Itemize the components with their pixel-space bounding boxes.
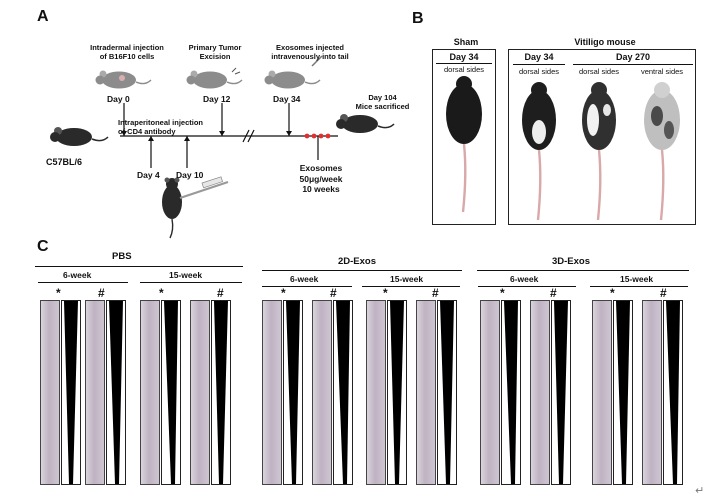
tail-photo [416, 300, 436, 485]
vit-mouse-day270-ventral [644, 82, 680, 221]
3d-6week-label: 6-week [510, 274, 539, 284]
2d-6w-hash: # [330, 286, 337, 300]
sham-photo-frame: Day 34 dorsal sides [432, 49, 496, 225]
label-day0: Day 0 [107, 94, 130, 104]
tail-photo [262, 300, 282, 485]
2d-15week-label: 15-week [390, 274, 424, 284]
group-3d-line [477, 270, 689, 271]
label-vitiligo-mouse: Vitiligo mouse [574, 37, 636, 47]
mouse-day34-icon [264, 55, 323, 89]
vit-day34-side-label: dorsal sides [518, 67, 560, 76]
dose-dot-4 [325, 133, 331, 139]
tail-photo [480, 300, 500, 485]
tail-photo [312, 300, 332, 485]
panel-a-schematic [50, 55, 395, 239]
tail-binary-mask [161, 300, 181, 485]
tail-binary-mask [501, 300, 521, 485]
mouse-c57bl6-icon [50, 127, 109, 146]
panel-a-letter: A [37, 8, 49, 25]
pbs-6w-star: * [56, 286, 61, 300]
tail-binary-mask [333, 300, 353, 485]
tail-binary-mask [61, 300, 81, 485]
mouse-day12-icon [186, 67, 243, 89]
timeline-break-right [247, 129, 255, 143]
tail-photo [366, 300, 386, 485]
timeline-break-left [242, 129, 250, 143]
tail-binary-mask [387, 300, 407, 485]
tail-binary-mask [211, 300, 231, 485]
sham-side-label: dorsal sides [443, 65, 485, 74]
label-exosome-dose: Exosomes 50μg/week 10 weeks [299, 163, 343, 194]
tail-photo [85, 300, 105, 485]
tail-photo [140, 300, 160, 485]
vit-mouse-day270-dorsal [582, 82, 616, 221]
dose-dot-2 [311, 133, 317, 139]
dose-dot-1 [304, 133, 310, 139]
label-day12: Day 12 [203, 94, 231, 104]
tail-binary-mask [613, 300, 633, 485]
tail-binary-mask [106, 300, 126, 485]
vit-day34-label: Day 34 [524, 52, 554, 62]
mouse-sacrificed-icon [336, 114, 395, 133]
3d-15week-label: 15-week [620, 274, 654, 284]
tail-photo [642, 300, 662, 485]
3d-6w-hash: # [550, 286, 557, 300]
mouse-day0-icon [95, 70, 152, 89]
tail-photo [190, 300, 210, 485]
label-mice-sacrificed: Day 104 Mice sacrificed [355, 93, 410, 111]
label-sham: Sham [453, 37, 479, 47]
pbs-6week-label: 6-week [63, 270, 92, 280]
group-2d-label: 2D-Exos [338, 256, 377, 267]
pbs-6w-hash: # [98, 286, 105, 300]
vit-ventral-label: ventral sides [640, 67, 684, 76]
sham-day-label: Day 34 [449, 52, 479, 62]
tail-binary-mask [663, 300, 683, 485]
panel-b-letter: B [412, 10, 424, 27]
tail-photo [40, 300, 60, 485]
label-day34: Day 34 [273, 94, 301, 104]
tail-photo [592, 300, 612, 485]
vit-day270-label: Day 270 [615, 52, 651, 62]
tail-binary-mask [551, 300, 571, 485]
sham-mouse-photo [446, 76, 482, 213]
vit-mouse-day34 [522, 82, 556, 221]
2d-6week-label: 6-week [290, 274, 319, 284]
label-exosomes-injected: Exosomes injected intravenously into tai… [271, 43, 349, 61]
pbs-15week-label: 15-week [169, 270, 203, 280]
2d-15w-hash: # [432, 286, 439, 300]
tail-binary-mask [283, 300, 303, 485]
3d-6w-star: * [500, 286, 505, 300]
tail-photo [530, 300, 550, 485]
vitiligo-photo-frame: Day 34 Day 270 dorsal sides dorsal sides… [508, 49, 696, 225]
vit-dorsal-label: dorsal sides [578, 67, 620, 76]
group-pbs-line [35, 266, 243, 267]
panel-c-letter: C [37, 238, 49, 255]
group-pbs-label: PBS [112, 251, 132, 262]
vitiligo-mouse-photos [522, 82, 680, 221]
2d-6w-star: * [281, 286, 286, 300]
label-strain: C57BL/6 [46, 157, 83, 167]
tail-binary-mask [437, 300, 457, 485]
group-2d-line [262, 270, 462, 271]
2d-15w-star: * [383, 286, 388, 300]
label-intradermal-injection: Intradermal injection of B16F10 cells [90, 43, 164, 61]
label-day10: Day 10 [176, 170, 204, 180]
return-symbol: ↵ [695, 485, 705, 497]
group-3d-label: 3D-Exos [552, 256, 591, 267]
3d-15w-hash: # [660, 286, 667, 300]
label-day4: Day 4 [137, 170, 160, 180]
label-tumor-excision: Primary Tumor Excision [188, 43, 242, 61]
mouse-ip-injection-icon [162, 176, 229, 239]
dose-dot-3 [318, 133, 324, 139]
pbs-15w-star: * [159, 286, 164, 300]
3d-15w-star: * [610, 286, 615, 300]
pbs-15w-hash: # [217, 286, 224, 300]
label-cd4-antibody: Intraperitoneal injection of CD4 antibod… [118, 118, 204, 136]
